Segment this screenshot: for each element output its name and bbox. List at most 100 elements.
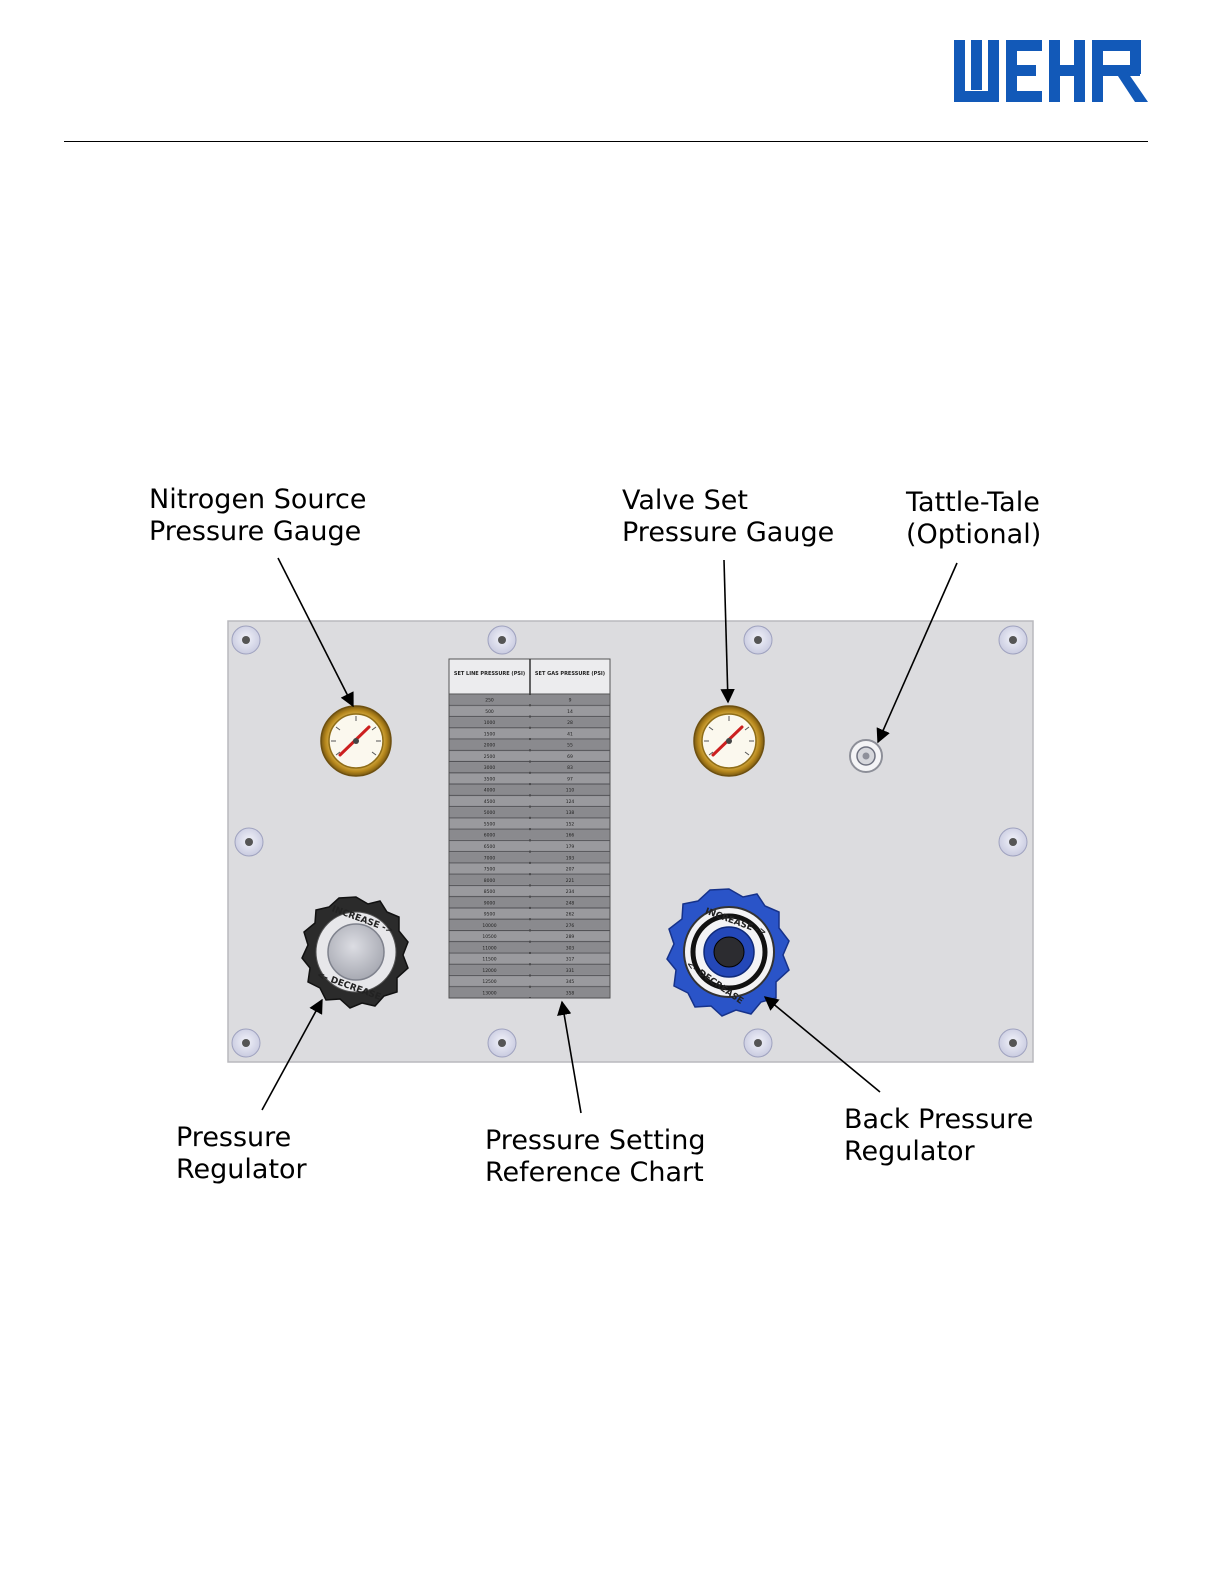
chart-row bbox=[450, 920, 609, 930]
callout-line: Pressure bbox=[176, 1122, 292, 1153]
chart-row bbox=[450, 965, 609, 975]
chart-header-bg bbox=[448, 658, 611, 695]
chart-column-header: SET GAS PRESSURE (PSI) bbox=[535, 671, 605, 677]
chart-gas-pressure-value: 9 bbox=[569, 698, 572, 704]
chart-line-pressure-value: 4500 bbox=[484, 799, 496, 805]
screw-icon bbox=[998, 827, 1028, 857]
chart-row bbox=[450, 785, 609, 795]
arrow-nitrogen-gauge bbox=[277, 557, 354, 708]
chart-row bbox=[450, 875, 609, 885]
callout-line: Pressure Gauge bbox=[622, 517, 835, 548]
chart-gas-pressure-value: 83 bbox=[567, 765, 573, 771]
screw-icon bbox=[487, 625, 517, 655]
chart-gas-pressure-value: 262 bbox=[566, 912, 575, 918]
screw-icon bbox=[743, 625, 773, 655]
knob-increase-label: INCREASE -> bbox=[330, 904, 394, 935]
chart-row bbox=[450, 807, 609, 817]
chart-row bbox=[450, 942, 609, 952]
chart-gas-pressure-value: 138 bbox=[566, 810, 575, 816]
chart-gas-pressure-value: 221 bbox=[566, 878, 575, 884]
chart-row bbox=[450, 852, 609, 862]
chart-line-pressure-value: 6500 bbox=[484, 844, 496, 850]
chart-row bbox=[450, 728, 609, 739]
valve-set-gauge bbox=[693, 705, 765, 777]
knob-decrease-label: <- DECREASE bbox=[684, 960, 745, 1007]
chart-line-pressure-value: 11500 bbox=[482, 957, 496, 963]
chart-gas-pressure-value: 124 bbox=[566, 799, 575, 805]
callout-arrows bbox=[261, 557, 958, 1114]
arrow-pressure-regulator bbox=[261, 998, 323, 1111]
chart-gas-pressure-value: 289 bbox=[566, 934, 575, 940]
screw-icon bbox=[231, 625, 261, 655]
chart-gas-pressure-value: 97 bbox=[567, 776, 573, 782]
chart-row bbox=[450, 987, 609, 997]
chart-gas-pressure-value: 345 bbox=[566, 979, 575, 985]
chart-line-pressure-value: 1500 bbox=[484, 731, 496, 737]
callout-line: Pressure Gauge bbox=[149, 516, 362, 547]
chart-line-pressure-value: 9000 bbox=[484, 900, 496, 906]
callout-line: Regulator bbox=[176, 1154, 307, 1185]
chart-row bbox=[450, 863, 609, 874]
chart-gas-pressure-value: 358 bbox=[566, 990, 575, 996]
chart-gas-pressure-value: 303 bbox=[566, 945, 575, 951]
chart-column-header: SET LINE PRESSURE (PSI) bbox=[454, 671, 525, 677]
screw-icon bbox=[231, 1028, 261, 1058]
mounting-panel bbox=[227, 620, 1034, 1063]
panel-screws bbox=[231, 625, 1028, 1058]
chart-row bbox=[450, 976, 609, 986]
callout-line: Nitrogen Source bbox=[149, 484, 367, 515]
pressure-setting-reference-chart: SET LINE PRESSURE (PSI) SET GAS PRESSURE … bbox=[448, 658, 611, 999]
chart-row bbox=[450, 751, 609, 761]
chart-line-pressure-value: 5500 bbox=[484, 821, 496, 827]
header-rule bbox=[64, 141, 1148, 142]
chart-row bbox=[450, 886, 609, 896]
knob-body bbox=[301, 896, 409, 1009]
chart-gas-pressure-value: 152 bbox=[566, 821, 575, 827]
chart-gas-pressure-value: 28 bbox=[567, 720, 573, 726]
chart-row bbox=[450, 818, 609, 829]
chart-row bbox=[450, 931, 609, 941]
chart-line-pressure-value: 500 bbox=[485, 709, 494, 715]
knob-body bbox=[666, 888, 790, 1017]
chart-line-pressure-value: 6000 bbox=[484, 833, 496, 839]
chart-row bbox=[450, 908, 609, 919]
chart-line-pressure-value: 250 bbox=[485, 698, 494, 704]
callout-line: Reference Chart bbox=[485, 1157, 704, 1188]
chart-row bbox=[450, 830, 609, 840]
chart-gas-pressure-value: 234 bbox=[566, 889, 575, 895]
callout-line: Pressure Setting bbox=[485, 1125, 706, 1156]
chart-row bbox=[450, 796, 609, 806]
callout-line: Back Pressure bbox=[844, 1104, 1034, 1135]
chart-row bbox=[450, 773, 609, 784]
screw-icon bbox=[998, 625, 1028, 655]
callout-tattle-tale: Tattle-Tale(Optional) bbox=[906, 487, 1041, 551]
chart-line-pressure-value: 12000 bbox=[482, 968, 496, 974]
chart-row bbox=[450, 897, 609, 907]
chart-line-pressure-value: 9500 bbox=[484, 912, 496, 918]
screw-icon bbox=[743, 1028, 773, 1058]
chart-row bbox=[450, 695, 609, 705]
chart-gas-pressure-value: 41 bbox=[567, 731, 573, 737]
chart-line-pressure-value: 10000 bbox=[482, 923, 496, 929]
arrow-tattle-tale bbox=[876, 562, 958, 744]
chart-row bbox=[450, 740, 609, 750]
callout-line: (Optional) bbox=[906, 519, 1042, 550]
chart-line-pressure-value: 13000 bbox=[482, 990, 496, 996]
arrow-reference-chart bbox=[557, 1000, 582, 1114]
chart-line-pressure-value: 4000 bbox=[484, 788, 496, 794]
screw-icon bbox=[487, 1028, 517, 1058]
chart-gas-pressure-value: 69 bbox=[567, 754, 573, 760]
chart-gas-pressure-value: 55 bbox=[567, 743, 573, 749]
screw-icon bbox=[234, 827, 264, 857]
callout-line: Valve Set bbox=[622, 485, 748, 516]
chart-row bbox=[450, 841, 609, 851]
chart-gas-pressure-value: 193 bbox=[566, 855, 575, 861]
knob-increase-label: INCREASE -> bbox=[703, 907, 767, 938]
screw-icon bbox=[998, 1028, 1028, 1058]
chart-line-pressure-value: 8000 bbox=[484, 878, 496, 884]
nitrogen-source-gauge bbox=[320, 705, 392, 777]
